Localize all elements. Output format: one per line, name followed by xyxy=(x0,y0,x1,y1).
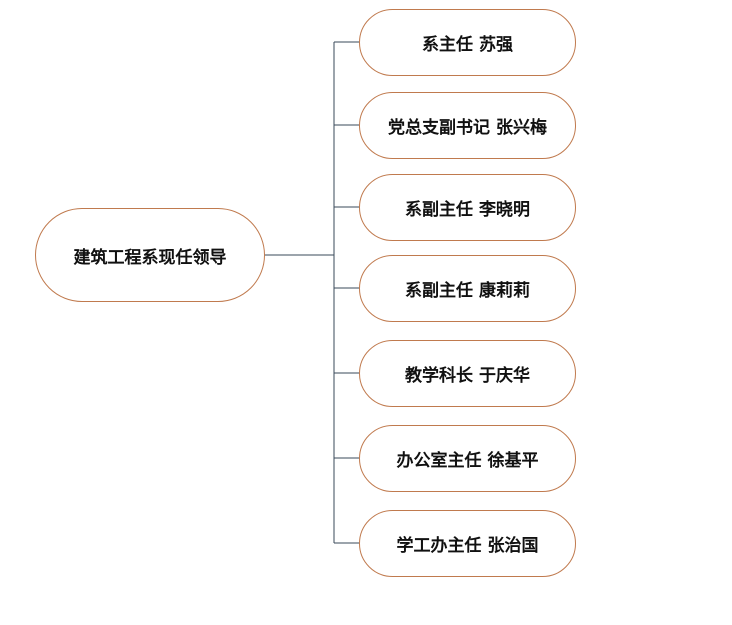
child-node-label: 学工办主任 张治国 xyxy=(396,536,539,556)
child-node-deputy-director-2: 系副主任 康莉莉 xyxy=(359,255,576,322)
child-node-label: 系主任 苏强 xyxy=(422,35,513,55)
root-node: 建筑工程系现任领导 xyxy=(35,208,265,302)
child-node-label: 系副主任 李晓明 xyxy=(405,200,530,220)
child-node-label: 党总支副书记 张兴梅 xyxy=(388,118,547,138)
child-node-deputy-director-1: 系副主任 李晓明 xyxy=(359,174,576,241)
child-node-student-affairs-director: 学工办主任 张治国 xyxy=(359,510,576,577)
child-node-label: 办公室主任 徐基平 xyxy=(396,451,539,471)
child-node-teaching-section-chief: 教学科长 于庆华 xyxy=(359,340,576,407)
child-node-party-deputy-secretary: 党总支副书记 张兴梅 xyxy=(359,92,576,159)
child-node-label: 系副主任 康莉莉 xyxy=(405,281,530,301)
root-node-label: 建筑工程系现任领导 xyxy=(73,247,227,268)
child-node-office-director: 办公室主任 徐基平 xyxy=(359,425,576,492)
child-node-director: 系主任 苏强 xyxy=(359,9,576,76)
child-node-label: 教学科长 于庆华 xyxy=(405,366,530,386)
